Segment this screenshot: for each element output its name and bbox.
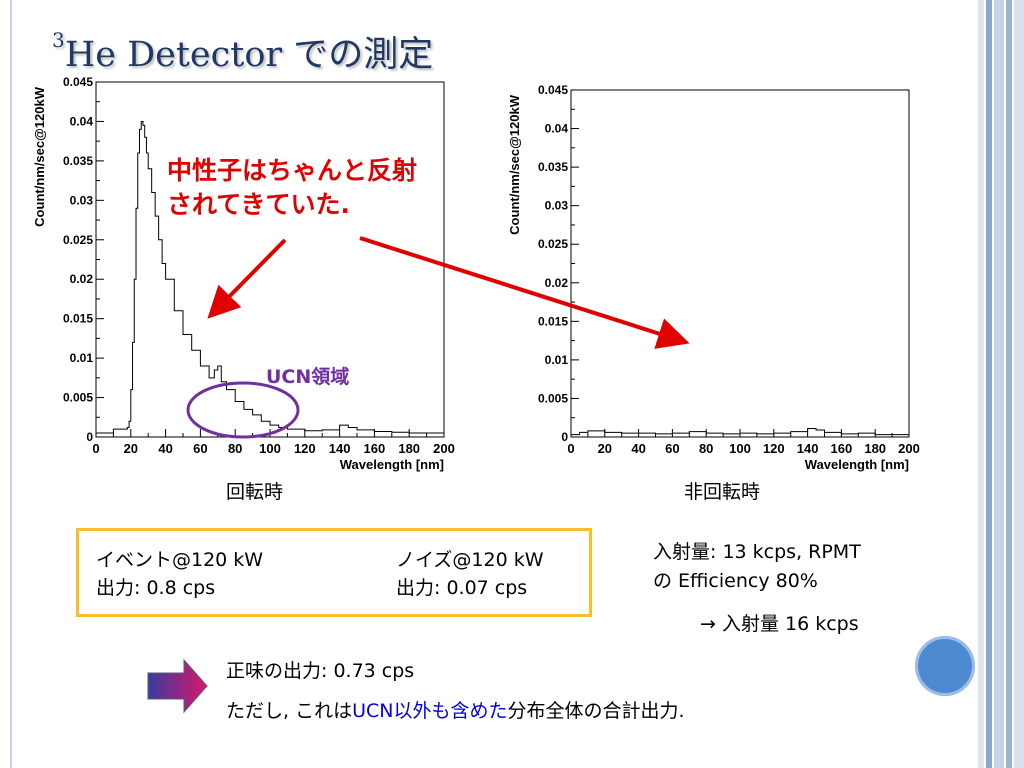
x-tick-label: 140: [797, 441, 819, 456]
chart-not-rotating: 0 0.005 0.01 0.015 0.02 0.025 0.03 0.035 0.04 0.0…: [507, 83, 920, 472]
title-text: He Detector での測定: [64, 35, 434, 75]
x-tick-label: 160: [364, 441, 386, 456]
y-tick-label: 0: [561, 430, 568, 444]
chart-rotating: 0 0.005 0.01 0.015 0.02 0.025 0.03 0.035 0.04 0.0…: [32, 75, 455, 472]
x-tick-label: 100: [729, 441, 751, 456]
y-axis-label: Count/nm/sec@120kW: [507, 94, 522, 235]
incident-corrected: → 入射量 16 kcps: [700, 613, 859, 635]
incident-line-2: の Efficiency 80%: [653, 570, 818, 592]
x-axis-label: Wavelength [nm]: [340, 457, 444, 472]
net-output: 正味の出力: 0.73 cps: [226, 660, 415, 682]
blue-circle-decoration: [915, 636, 975, 696]
noise-block: ノイズ@120 kW 出力: 0.07 cps: [396, 546, 544, 602]
incident-line-1: 入射量: 13 kcps, RPMT: [653, 541, 861, 563]
y-tick-label: 0.045: [63, 75, 93, 89]
slide-title: 3He Detector での測定: [52, 26, 433, 77]
caption-rotating: 回転時: [226, 481, 284, 503]
noise-label: ノイズ@120 kW: [396, 549, 544, 571]
y-tick-label: 0.02: [545, 276, 569, 290]
ucn-region-ellipse: [186, 381, 300, 439]
y-tick-label: 0.015: [538, 314, 568, 328]
y-tick-label: 0.035: [63, 154, 93, 168]
y-tick-label: 0.03: [545, 199, 569, 213]
x-tick-label: 20: [598, 441, 612, 456]
x-tick-label: 120: [763, 441, 785, 456]
reflection-note: 中性子はちゃんと反射 されてきていた.: [167, 154, 417, 222]
x-tick-label: 120: [294, 441, 316, 456]
x-tick-label: 180: [864, 441, 886, 456]
y-tick-label: 0.03: [70, 193, 94, 207]
x-tick-label: 20: [124, 441, 138, 456]
y-tick-label: 0.035: [538, 160, 568, 174]
y-axis-label: Count/nm/sec@120kW: [32, 86, 47, 227]
y-tick-label: 0.005: [538, 391, 568, 405]
y-tick-label: 0.04: [70, 114, 94, 128]
plot-frame: [95, 81, 445, 438]
data-series-line: [571, 428, 910, 436]
result-note-highlight: UCN以外も含めた: [352, 700, 508, 722]
x-tick-label: 0: [92, 441, 99, 456]
x-tick-label: 0: [567, 441, 574, 456]
y-tick-label: 0.01: [70, 351, 94, 365]
x-tick-label: 60: [193, 441, 207, 456]
right-arrow-icon: [147, 658, 208, 714]
event-output: 出力: 0.8 cps: [96, 577, 216, 599]
red-arrow-right: [359, 236, 690, 349]
y-tick-label: 0.025: [63, 233, 93, 247]
result-note: ただし, これはUCN以外も含めた分布全体の合計出力.: [226, 697, 685, 726]
x-tick-label: 80: [228, 441, 242, 456]
y-tick-label: 0.025: [538, 237, 568, 251]
x-tick-label: 180: [398, 441, 420, 456]
title-superscript: 3: [52, 28, 65, 52]
event-block: イベント@120 kW 出力: 0.8 cps: [96, 546, 263, 602]
x-tick-label: 40: [158, 441, 172, 456]
y-tick-label: 0.01: [545, 353, 569, 367]
result-note-a: ただし, これは: [226, 700, 353, 722]
result-box: [76, 528, 592, 617]
y-tick-label: 0: [86, 430, 93, 444]
x-axis-label: Wavelength [nm]: [805, 457, 909, 472]
data-series-line: [96, 120, 445, 434]
noise-output: 出力: 0.07 cps: [396, 577, 528, 599]
x-tick-label: 60: [665, 441, 679, 456]
right-edge-stripes: [978, 0, 1024, 768]
y-tick-label: 0.04: [545, 122, 569, 136]
red-arrow-left: [207, 238, 287, 319]
note-line-2: されてきていた.: [167, 190, 350, 219]
ucn-region-label: UCN領域: [266, 366, 350, 388]
y-tick-label: 0.005: [63, 391, 93, 405]
x-tick-label: 80: [699, 441, 713, 456]
left-edge-line: [10, 0, 12, 768]
plot-frame: [570, 89, 910, 438]
note-line-1: 中性子はちゃんと反射: [167, 156, 418, 185]
event-label: イベント@120 kW: [96, 549, 264, 571]
result-note-c: 分布全体の合計出力.: [507, 700, 685, 722]
caption-not-rotating: 非回転時: [684, 481, 761, 503]
incident-info: 入射量: 13 kcps, RPMT の Efficiency 80%: [653, 538, 861, 596]
x-tick-label: 40: [631, 441, 645, 456]
x-tick-label: 200: [433, 441, 455, 456]
y-tick-label: 0.015: [63, 312, 93, 326]
x-tick-label: 100: [259, 441, 281, 456]
x-tick-label: 140: [329, 441, 351, 456]
y-tick-label: 0.02: [70, 272, 94, 286]
y-tick-label: 0.045: [538, 83, 568, 97]
x-tick-label: 160: [831, 441, 853, 456]
x-tick-label: 200: [898, 441, 920, 456]
